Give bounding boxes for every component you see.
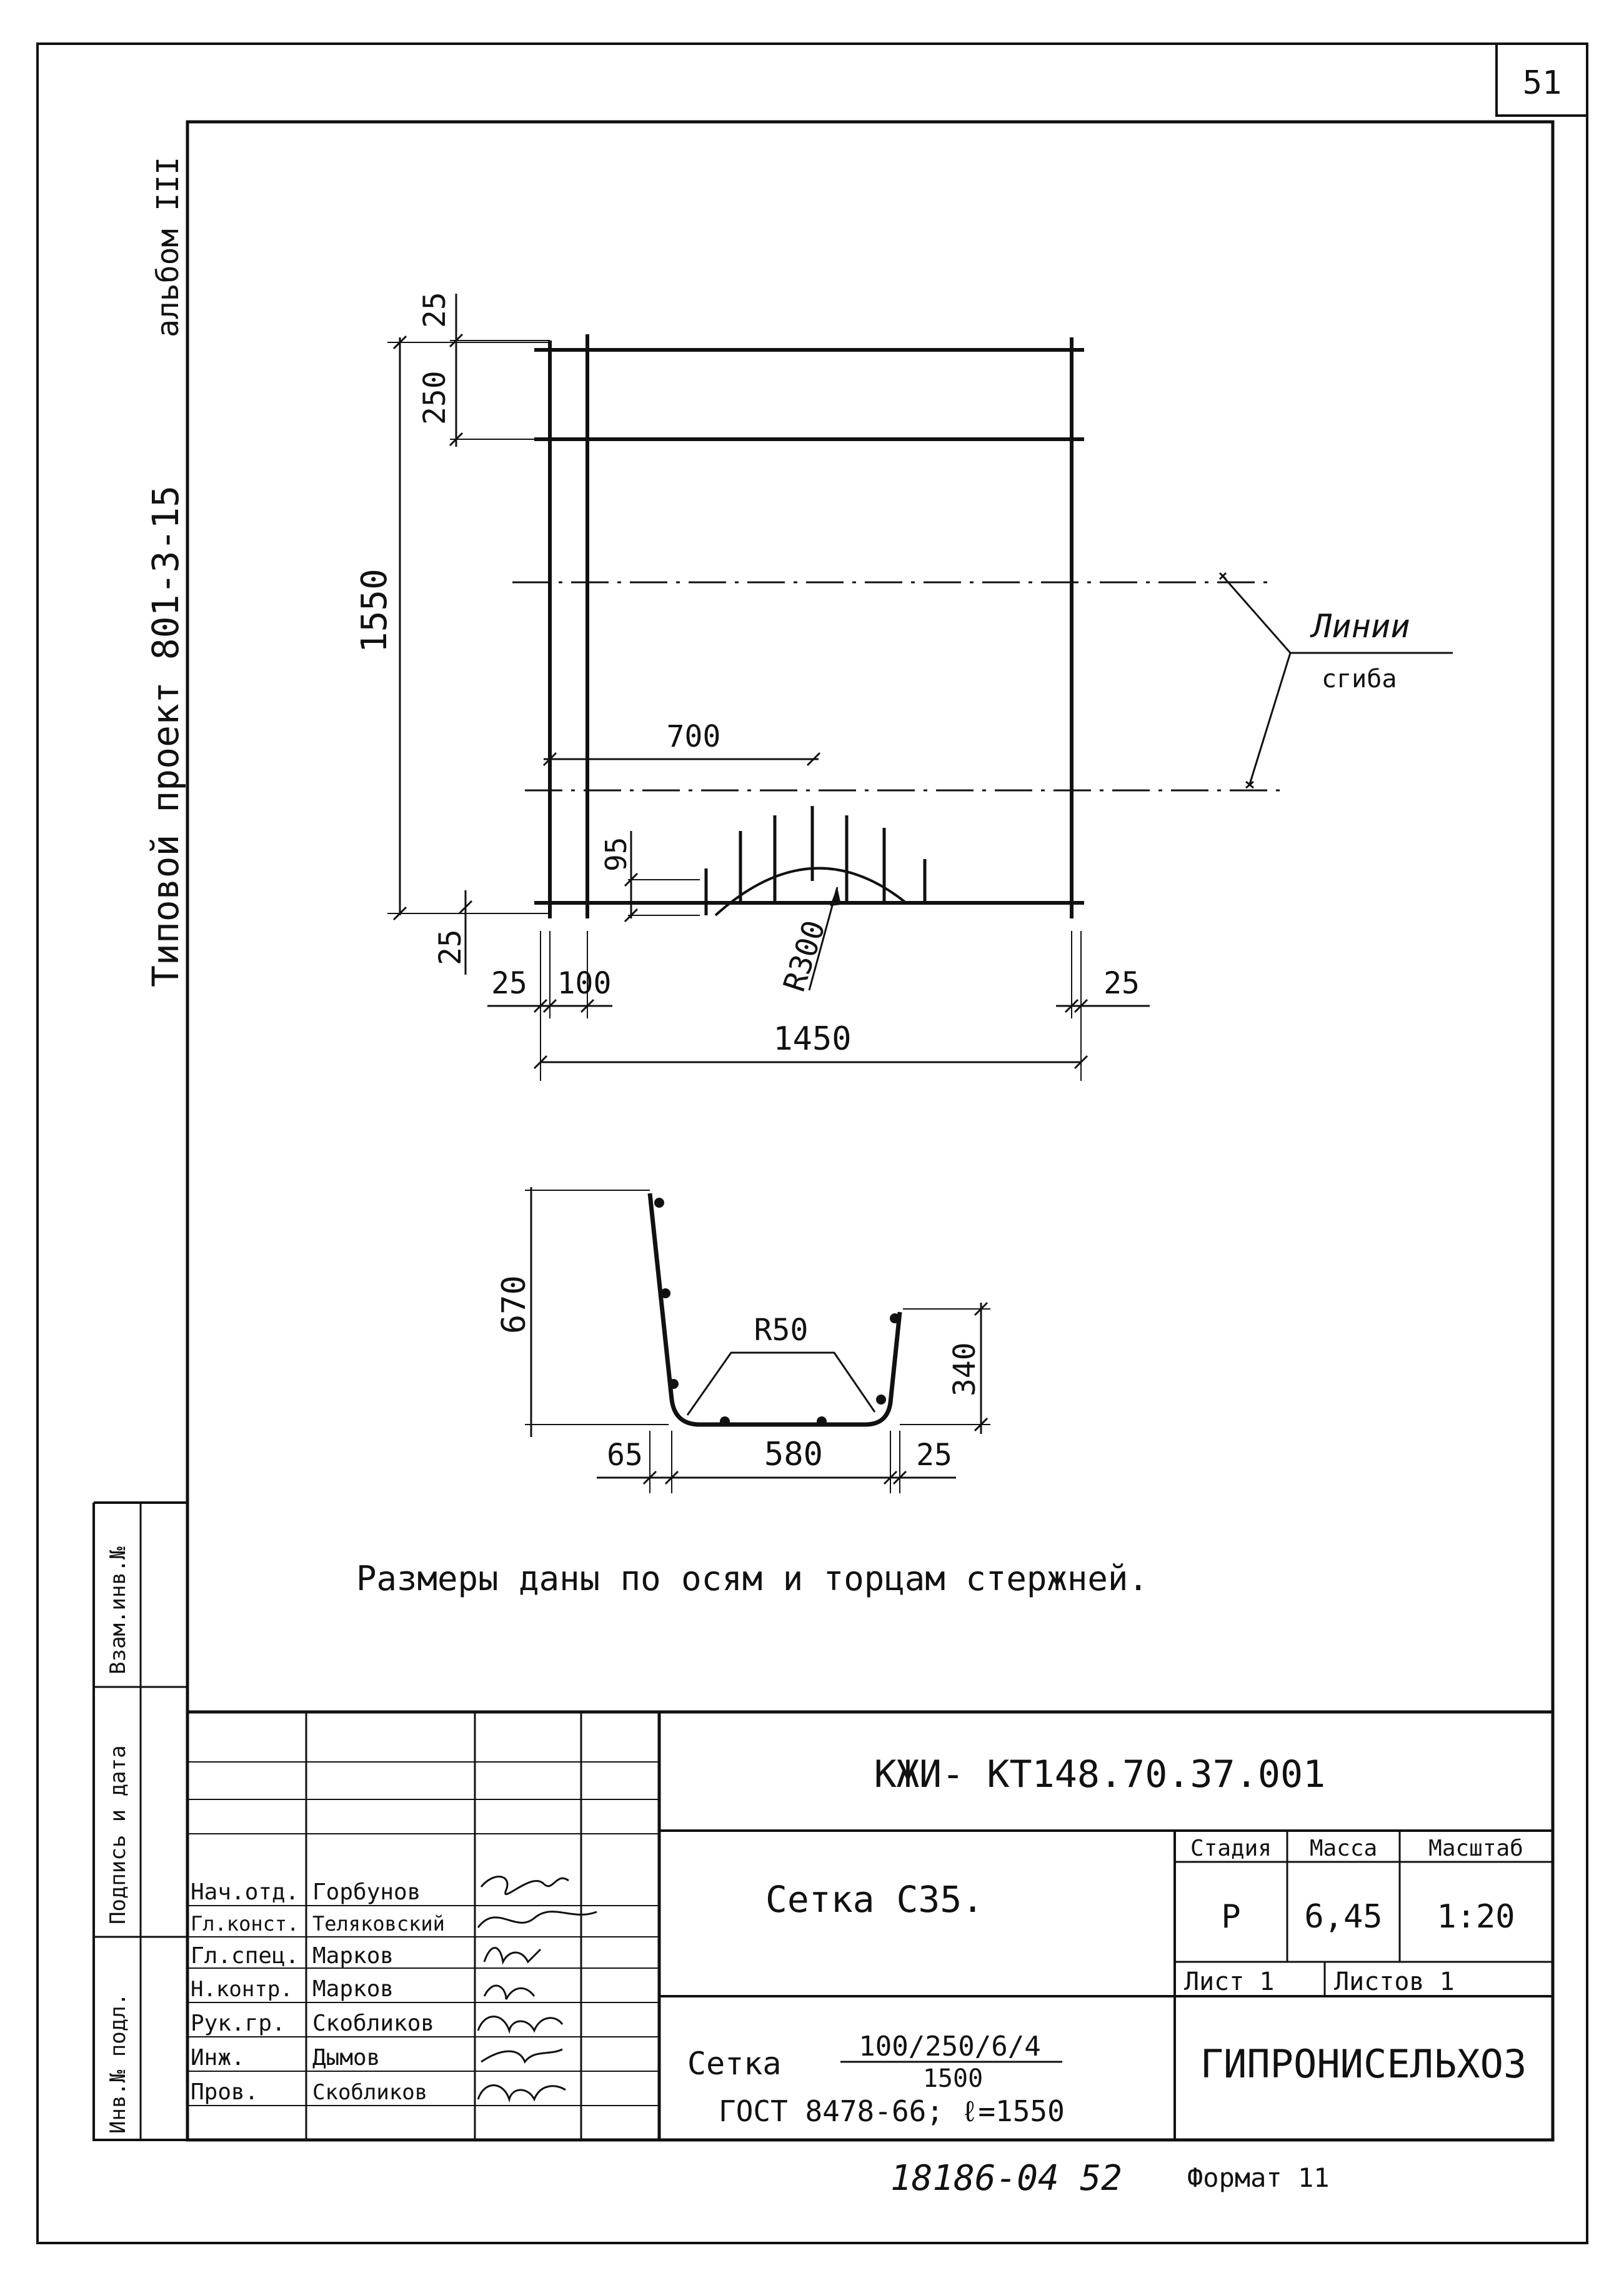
dim-700: 700 (667, 719, 721, 754)
mesh-section: R50 670 340 65 580 25 (496, 1187, 990, 1493)
dim-340: 340 (947, 1342, 982, 1396)
bar-dot (654, 1198, 664, 1208)
role: Пров. (191, 2079, 258, 2105)
format-label: Формат 11 (1187, 2162, 1330, 2193)
drawing-code: КЖИ- КТ148.70.37.001 (874, 1753, 1325, 1796)
inner-frame (186, 120, 1555, 2142)
role-name: Дымов (312, 2045, 380, 2071)
bar-dot (817, 1416, 827, 1426)
r300-label: R300 (777, 916, 832, 995)
scale-value: 1:20 (1437, 1898, 1515, 1936)
dim-1550: 1550 (354, 569, 395, 653)
mesh-label: Сетка (687, 2046, 782, 2082)
dim-65: 65 (607, 1438, 643, 1473)
role: Инж. (191, 2045, 245, 2071)
dim-1450: 1450 (773, 1020, 851, 1058)
bar-dot (660, 1288, 670, 1298)
sheets-label: Листов 1 (1334, 1967, 1455, 1996)
stage-value: Р (1221, 1898, 1240, 1936)
role-name: Марков (312, 1976, 394, 2002)
role-name: Горбунов (312, 1879, 421, 1905)
mesh-plan: Линии сгиба R300 1550 25 250 25 (354, 292, 1453, 1081)
stage-header: Стадия (1190, 1836, 1272, 1861)
signatures (477, 1876, 597, 2103)
role: Н.контр. (191, 1977, 293, 2002)
handwritten-number: 18186-04 52 (890, 2158, 1122, 2199)
left-stamp-strip: Взам.инв.№ Подпись и дата Инв.№ подл. (92, 1501, 187, 2141)
dim-95: 95 (599, 837, 633, 872)
dim-580: 580 (764, 1436, 823, 1473)
bar-dot (890, 1313, 900, 1323)
inv-podl-label: Инв.№ подл. (106, 1993, 131, 2134)
role: Гл.конст. (191, 1912, 299, 1936)
bar-dot (720, 1416, 730, 1426)
page-number: 51 (1523, 64, 1562, 102)
bar-dot (876, 1395, 886, 1405)
bar-dot (669, 1379, 679, 1389)
roles-table: Нач.отд. Горбунов Гл.конст. Теляковский … (191, 1879, 445, 2105)
bend-label-line1: Линии (1310, 608, 1410, 645)
mesh-denominator: 1500 (923, 2064, 983, 2093)
outer-frame (36, 42, 1588, 2244)
sheet-label: Лист 1 (1184, 1967, 1275, 1996)
mass-header: Масса (1310, 1836, 1377, 1861)
dim-25: 25 (916, 1438, 952, 1473)
gost-line: ГОСТ 8478-66; ℓ=1550 (719, 2094, 1065, 2128)
vzam-inv-label: Взам.инв.№ (106, 1546, 131, 1674)
dim-left-25: 25 (491, 966, 527, 1001)
note: Размеры даны по осям и торцам стержней. (356, 1559, 1148, 1598)
dim-right-25: 25 (1103, 966, 1140, 1001)
role-name: Марков (312, 1943, 394, 1969)
role-name: Скобликов (312, 2011, 434, 2036)
title-block: Нач.отд. Горбунов Гл.конст. Теляковский … (187, 1710, 1553, 2140)
role-name: Скобликов (312, 2080, 427, 2105)
drawing-name: Сетка С35. (765, 1878, 984, 1921)
mass-value: 6,45 (1304, 1898, 1382, 1936)
album-label: альбом III (151, 157, 186, 337)
role: Нач.отд. (191, 1879, 299, 1905)
role-name: Теляковский (312, 1912, 445, 1936)
podpis-data-label: Подпись и дата (106, 1745, 131, 1924)
bend-label-line2: сгиба (1322, 665, 1397, 694)
bend-leader (1220, 574, 1292, 785)
role: Гл.спец. (191, 1943, 299, 1969)
dim-top-25: 25 (417, 292, 452, 328)
dim-250: 250 (417, 371, 452, 425)
organization: ГИПРОНИСЕЛЬХОЗ (1200, 2041, 1527, 2087)
role: Рук.гр. (191, 2011, 286, 2036)
r50-leader (686, 1351, 876, 1416)
dim-670: 670 (496, 1275, 533, 1334)
scale-header: Масштаб (1428, 1836, 1523, 1861)
dim-100: 100 (557, 966, 612, 1001)
page-number-box (1495, 44, 1587, 117)
project-label: Типовой проект 801-3-15 (144, 485, 187, 987)
dim-bottom-25: 25 (433, 929, 468, 965)
r50-label: R50 (754, 1313, 809, 1348)
section-profile (647, 1193, 902, 1427)
mesh-numerator: 100/250/6/4 (859, 2031, 1040, 2062)
